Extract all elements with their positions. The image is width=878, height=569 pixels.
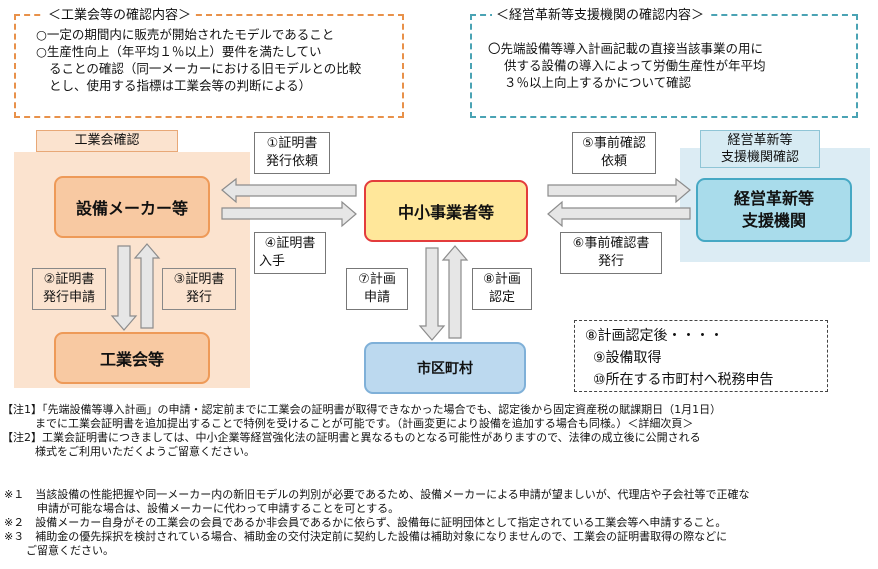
- notes-section: 【注1】「先端設備等導入計画」の申請・認定前までに工業会の証明書が取得できなかっ…: [2, 403, 876, 459]
- association-confirmation-label: 工業会確認: [36, 130, 178, 152]
- step-7-label: ⑦計画申請: [346, 268, 408, 310]
- step-3-label: ③証明書発行: [162, 268, 236, 310]
- support-check-title: ＜経営革新等支援機関の確認内容＞: [492, 4, 709, 23]
- industry-association-node: 工業会等: [54, 332, 210, 384]
- note-2a: 【注2】工業会証明書につきましては、中小企業等経営強化法の証明書と異なるものとな…: [2, 431, 701, 444]
- remark-3a: ※３ 補助金の優先採択を検討されている場合、補助金の交付決定前に契約した設備は補…: [4, 530, 728, 543]
- association-check-title: ＜工業会等の確認内容＞: [44, 4, 196, 23]
- note-1a: 【注1】「先端設備等導入計画」の申請・認定前までに工業会の証明書が取得できなかっ…: [2, 403, 722, 416]
- sme-node: 中小事業者等: [364, 180, 528, 242]
- note-2b: 様式をご利用いただくようご留意ください。: [2, 445, 255, 458]
- step-2-label: ②証明書発行申請: [32, 268, 106, 310]
- municipality-node: 市区町村: [364, 342, 526, 394]
- post-certification-line2: ⑨設備取得: [593, 350, 662, 366]
- arrow-4-right: [221, 200, 357, 228]
- step-4-label: ④証明書入手: [254, 232, 326, 274]
- post-certification-line3: ⑩所在する市町村へ税務申告: [593, 372, 774, 388]
- support-check-content: 〇先端設備等導入計画記載の直接当該事業の用に 供する設備の導入によって労働生産性…: [488, 41, 766, 90]
- post-certification-line1: ⑧計画認定後・・・・: [585, 328, 724, 344]
- association-check-box: [14, 14, 404, 118]
- arrow-1-left: [221, 177, 357, 204]
- arrow-3-up: [133, 243, 161, 329]
- step-6-label: ⑥事前確認書発行: [560, 232, 662, 274]
- step-1-label: ①証明書発行依頼: [254, 132, 330, 174]
- post-certification-box: ⑧計画認定後・・・・ ⑨設備取得 ⑩所在する市町村へ税務申告: [574, 320, 828, 392]
- remark-3b: ご留意ください。: [4, 544, 114, 557]
- support-organization-node: 経営革新等 支援機関: [696, 178, 852, 242]
- remark-2: ※２ 設備メーカー自身がその工業会の会員であるか非会員であるかに依らず、設備毎に…: [4, 516, 727, 529]
- arrow-7-down: [418, 247, 446, 341]
- note-1b: までに工業会証明書を追加提出することで特例を受けることが可能です。（計画変更によ…: [2, 417, 694, 430]
- step-5-label: ⑤事前確認依頼: [572, 132, 656, 174]
- equipment-maker-node: 設備メーカー等: [54, 176, 210, 238]
- step-8-label: ⑧計画認定: [472, 268, 532, 310]
- association-check-content: ○一定の期間内に販売が開始されたモデルであること ○生産性向上（年平均１％以上）…: [36, 27, 362, 93]
- arrow-5-right: [547, 177, 691, 204]
- remark-1a: ※１ 当該設備の性能把握や同一メーカー内の新旧モデルの判別が必要であるため、設備…: [4, 488, 750, 501]
- arrow-2-down: [110, 245, 138, 331]
- arrow-8-up: [441, 245, 469, 339]
- arrow-6-left: [547, 200, 691, 228]
- support-confirmation-label: 経営革新等 支援機関確認: [700, 130, 820, 168]
- remarks-section: ※１ 当該設備の性能把握や同一メーカー内の新旧モデルの判別が必要であるため、設備…: [4, 488, 876, 558]
- remark-1b: 申請が可能な場合は、設備メーカーに代わって申請することを可とする。: [4, 502, 400, 515]
